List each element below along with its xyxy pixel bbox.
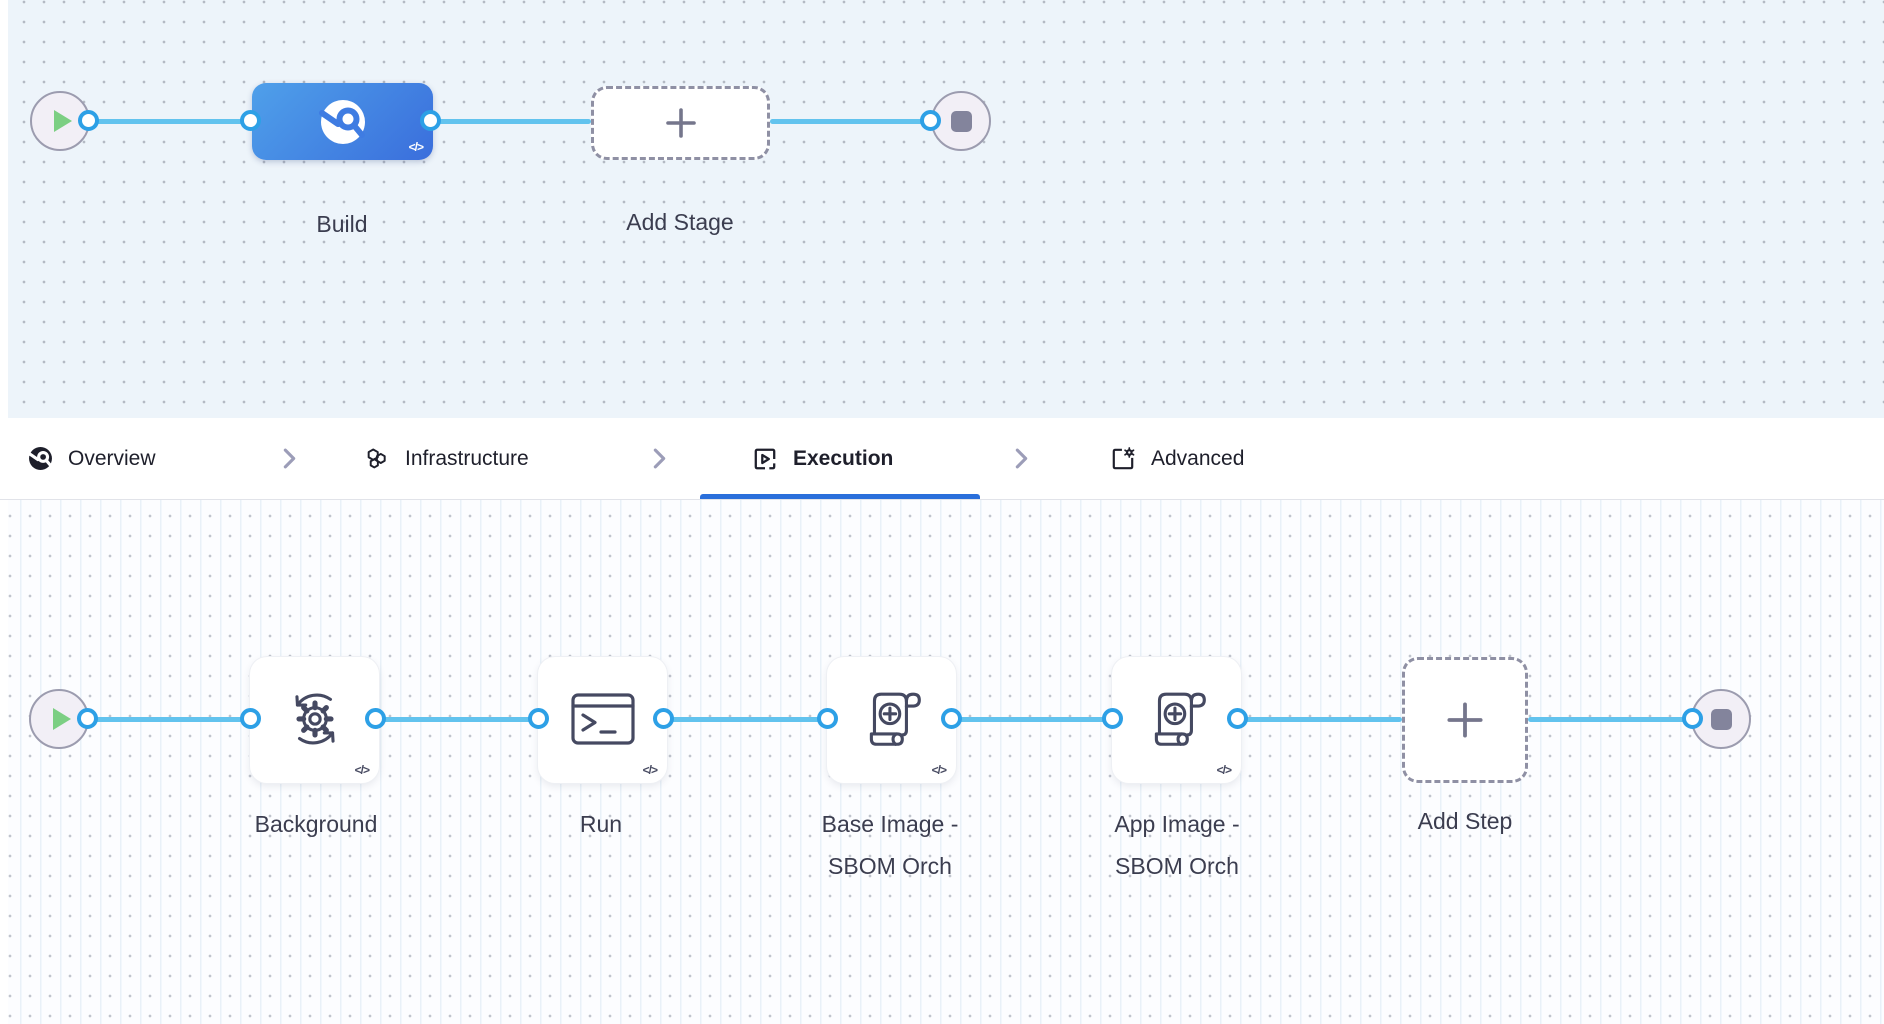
stage-label[interactable]: Build <box>316 211 368 237</box>
step-node-base-image-sbom-orch[interactable]: </> <box>827 657 956 783</box>
yaml-code-chip[interactable]: </> <box>1216 763 1232 777</box>
step-label: Background <box>254 811 378 837</box>
active-tab-underline <box>700 494 980 499</box>
link-port[interactable] <box>365 708 386 729</box>
add-stage-button[interactable] <box>591 86 770 160</box>
link-port[interactable] <box>78 110 99 131</box>
chevron-right-icon <box>277 446 302 471</box>
terminal-icon <box>570 690 636 750</box>
stage-node-build[interactable]: </> <box>252 83 433 160</box>
play-icon <box>52 708 71 730</box>
tab-label: Infrastructure <box>405 446 529 470</box>
link-port[interactable] <box>420 110 441 131</box>
tab-label: Advanced <box>1151 446 1245 470</box>
stage-config-tabbar: Overview Infrastructure Execution <box>0 418 1884 500</box>
yaml-code-chip[interactable]: </> <box>931 763 947 777</box>
hexagons-icon <box>364 446 390 472</box>
stop-icon <box>950 110 972 132</box>
step-label: App Image - SBOM Orch <box>1114 811 1240 879</box>
ci-overview-icon <box>28 446 53 471</box>
link-port[interactable] <box>941 708 962 729</box>
link-port[interactable] <box>77 708 98 729</box>
link-line <box>770 119 931 124</box>
link-port[interactable] <box>240 708 261 729</box>
link-port[interactable] <box>653 708 674 729</box>
link-line <box>87 717 250 722</box>
plus-icon <box>664 106 698 140</box>
ci-build-icon <box>318 98 367 146</box>
play-icon <box>53 110 72 132</box>
add-step-label[interactable]: Add Step <box>1417 808 1513 834</box>
sync-gear-icon <box>282 687 348 753</box>
link-line <box>1528 717 1692 722</box>
chevron-right-icon <box>647 446 672 471</box>
step-node-run[interactable]: </> <box>538 657 667 783</box>
link-port[interactable] <box>920 110 941 131</box>
link-port[interactable] <box>1682 708 1703 729</box>
stop-icon <box>1710 708 1732 730</box>
tab-advanced[interactable]: Advanced <box>1110 418 1244 499</box>
link-line <box>430 119 591 124</box>
link-port[interactable] <box>1227 708 1248 729</box>
advanced-gear-icon <box>1110 446 1136 472</box>
pipeline-end-node <box>931 91 991 151</box>
tab-infrastructure[interactable]: Infrastructure <box>364 418 529 499</box>
link-line <box>1237 717 1402 722</box>
scroll-plus-icon <box>859 687 925 753</box>
tab-label: Overview <box>68 446 156 470</box>
yaml-code-chip[interactable]: </> <box>642 763 658 777</box>
link-port[interactable] <box>528 708 549 729</box>
tab-execution[interactable]: Execution <box>752 418 893 499</box>
link-port[interactable] <box>1102 708 1123 729</box>
link-port[interactable] <box>817 708 838 729</box>
link-line <box>663 717 827 722</box>
chevron-right-icon <box>1009 446 1034 471</box>
stage-canvas[interactable]: </> Build Add Stage <box>8 0 1884 418</box>
execution-play-icon <box>752 446 778 472</box>
step-label: Run <box>579 811 623 837</box>
plus-icon <box>1446 701 1484 739</box>
step-node-app-image-sbom-orch[interactable]: </> <box>1112 657 1241 783</box>
link-port[interactable] <box>240 110 261 131</box>
scroll-plus-icon <box>1144 687 1210 753</box>
yaml-code-chip[interactable]: </> <box>408 140 424 154</box>
add-step-button[interactable] <box>1402 657 1528 783</box>
yaml-code-chip[interactable]: </> <box>354 763 370 777</box>
link-line <box>375 717 538 722</box>
step-label: Base Image - SBOM Orch <box>821 811 959 879</box>
link-line <box>88 119 252 124</box>
tab-label: Execution <box>793 446 894 470</box>
step-node-background[interactable]: </> <box>250 657 379 783</box>
link-line <box>951 717 1112 722</box>
add-stage-label[interactable]: Add Stage <box>626 209 734 235</box>
execution-canvas[interactable]: </> </> </> <box>8 500 1884 1024</box>
tab-overview[interactable]: Overview <box>28 418 156 499</box>
